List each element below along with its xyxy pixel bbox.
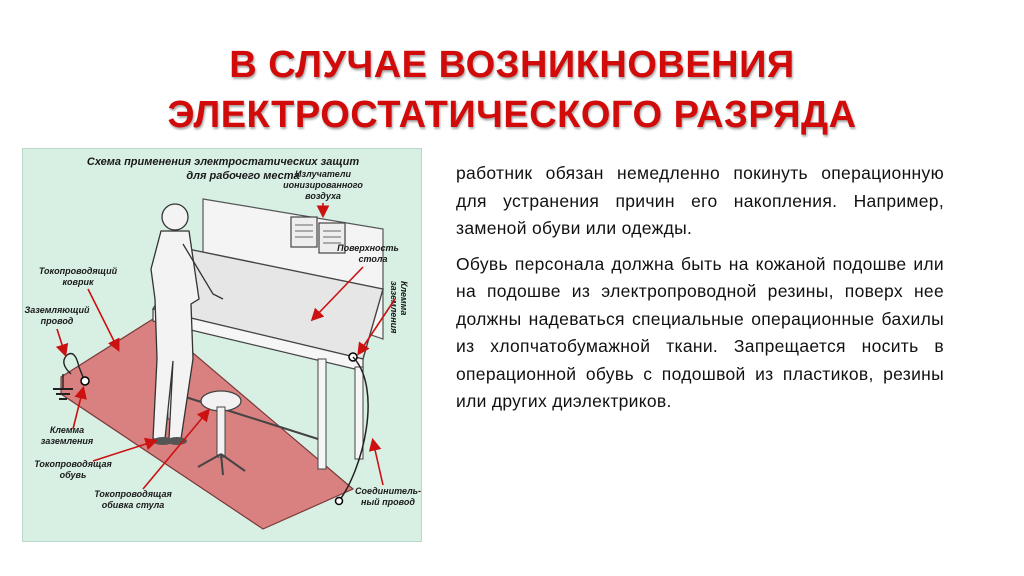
- label-wire-2: ный провод: [361, 497, 415, 507]
- table-leg-3: [354, 366, 364, 460]
- label-ground-wire-2: провод: [41, 316, 74, 326]
- label-chair-1: Токопроводящая: [94, 489, 172, 499]
- label-surface-2: стола: [359, 254, 388, 264]
- label-mat-2: коврик: [62, 277, 93, 287]
- connecting-wire: [338, 356, 369, 502]
- paragraph-1: работник обязан немедленно покинуть опер…: [456, 163, 944, 238]
- slide-title: В СЛУЧАЕ ВОЗНИКНОВЕНИЯ ЭЛЕКТРОСТАТИЧЕСКО…: [0, 40, 1024, 140]
- label-side-clamp-1: Клемма: [399, 281, 409, 315]
- slide-body: работник обязан немедленно покинуть опер…: [456, 160, 944, 424]
- diagram-caption-1: Схема применения электростатических защи…: [87, 156, 359, 168]
- worker-figure: [150, 203, 224, 445]
- diagram-caption-2: для рабочего места: [186, 170, 299, 182]
- label-clamp-1: Клемма: [50, 425, 84, 435]
- mat-ground-clamp: [80, 376, 90, 386]
- title-line-2: ЭЛЕКТРОСТАТИЧЕСКОГО РАЗРЯДА: [167, 94, 857, 136]
- esd-workstation-diagram: Схема применения электростатических защи…: [22, 148, 422, 542]
- table-leg-2: [317, 358, 327, 470]
- ground-symbol: [53, 352, 84, 400]
- paragraph-2: Обувь персонала должна быть на кожаной п…: [456, 253, 944, 412]
- stool-post: [216, 406, 226, 458]
- label-mat-1: Токопроводящий: [39, 266, 118, 276]
- diagram-svg: Схема применения электростатических защи…: [24, 156, 421, 530]
- label-wire-1: Соединитель-: [355, 486, 421, 496]
- label-chair-2: обивка стула: [102, 500, 165, 510]
- label-ionizers-3: воздуха: [305, 191, 341, 201]
- title-line-1: В СЛУЧАЕ ВОЗНИКНОВЕНИЯ: [229, 44, 795, 86]
- label-ionizers-1: Излучатели: [295, 169, 351, 179]
- label-shoes-2: обувь: [60, 470, 87, 480]
- ionizer-2: [318, 222, 346, 254]
- label-clamp-2: заземления: [41, 436, 94, 446]
- conductive-mat: [60, 318, 355, 530]
- label-ionizers-2: ионизированного: [283, 180, 363, 190]
- label-surface-1: Поверхность: [337, 243, 399, 253]
- label-ground-wire-1: Заземляющий: [24, 305, 90, 315]
- label-shoes-1: Токопроводящая: [34, 459, 112, 469]
- ionizer-1: [290, 216, 318, 248]
- pointer-arrows: [55, 203, 396, 490]
- label-side-clamp-2: заземления: [389, 281, 399, 334]
